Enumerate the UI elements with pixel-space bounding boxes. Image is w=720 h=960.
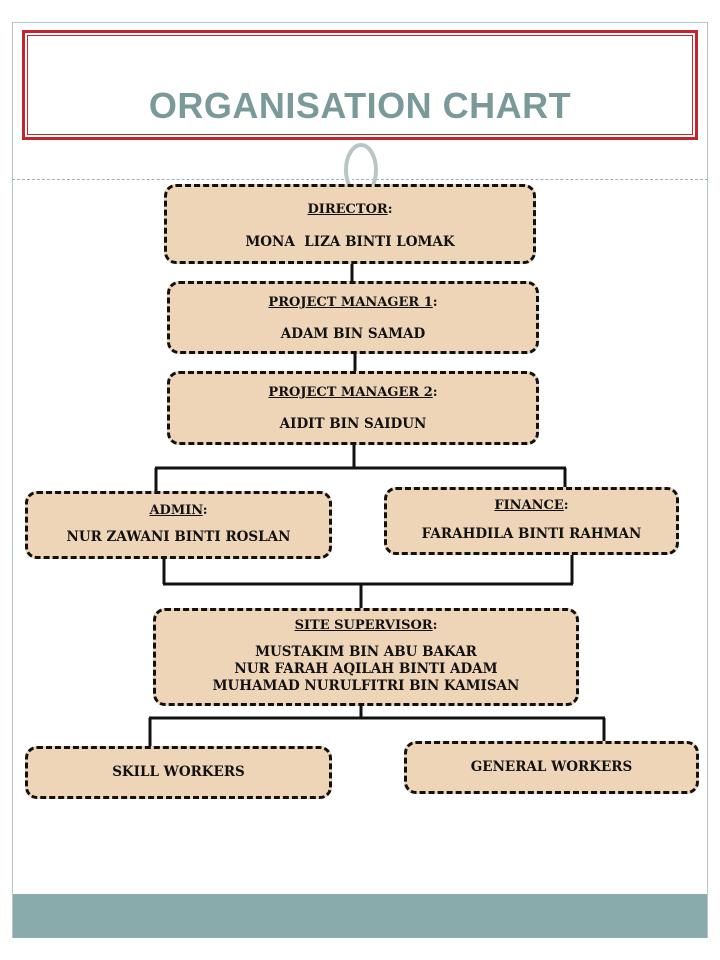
node-name: NUR ZAWANI BINTI ROSLAN (66, 529, 291, 545)
node-finance: FINANCE: FARAHDILA BINTI RAHMAN (384, 487, 679, 555)
node-role-suffix: : (432, 385, 438, 400)
node-director: DIRECTOR: MONA LIZA BINTI LOMAK (164, 184, 536, 264)
node-project-manager-1: PROJECT MANAGER 1: ADAM BIN SAMAD (167, 281, 539, 354)
node-name: FARAHDILA BINTI RAHMAN (421, 526, 642, 542)
title-box: ORGANISATION CHART (22, 30, 698, 140)
node-role-suffix: : (387, 202, 393, 217)
node-name: MUHAMAD NURULFITRI BIN KAMISAN (212, 678, 520, 694)
node-label: GENERAL WORKERS (470, 759, 633, 775)
node-name: MUSTAKIM BIN ABU BAKAR (255, 644, 477, 660)
node-role: PROJECT MANAGER 1 (268, 295, 433, 310)
node-site-supervisor: SITE SUPERVISOR: MUSTAKIM BIN ABU BAKAR … (153, 608, 579, 706)
node-role: ADMIN (149, 503, 203, 518)
node-name: ADAM BIN SAMAD (280, 326, 426, 342)
node-role: DIRECTOR (307, 202, 388, 217)
node-role: FINANCE (494, 498, 564, 513)
node-name: MONA LIZA BINTI LOMAK (245, 234, 455, 250)
node-role: SITE SUPERVISOR (294, 618, 433, 633)
node-general-workers: GENERAL WORKERS (404, 741, 699, 794)
node-name: AIDIT BIN SAIDUN (279, 416, 427, 432)
node-role: PROJECT MANAGER 2 (268, 385, 433, 400)
node-role-suffix: : (563, 498, 569, 513)
node-admin: ADMIN: NUR ZAWANI BINTI ROSLAN (25, 491, 332, 559)
node-label: SKILL WORKERS (112, 764, 245, 780)
node-skill-workers: SKILL WORKERS (25, 746, 332, 799)
node-role-suffix: : (202, 503, 208, 518)
node-role-suffix: : (432, 295, 438, 310)
footer-band (13, 894, 707, 938)
node-role-suffix: : (432, 618, 438, 633)
node-name: NUR FARAH AQILAH BINTI ADAM (234, 661, 498, 677)
header-divider (12, 179, 708, 180)
node-project-manager-2: PROJECT MANAGER 2: AIDIT BIN SAIDUN (167, 371, 539, 445)
